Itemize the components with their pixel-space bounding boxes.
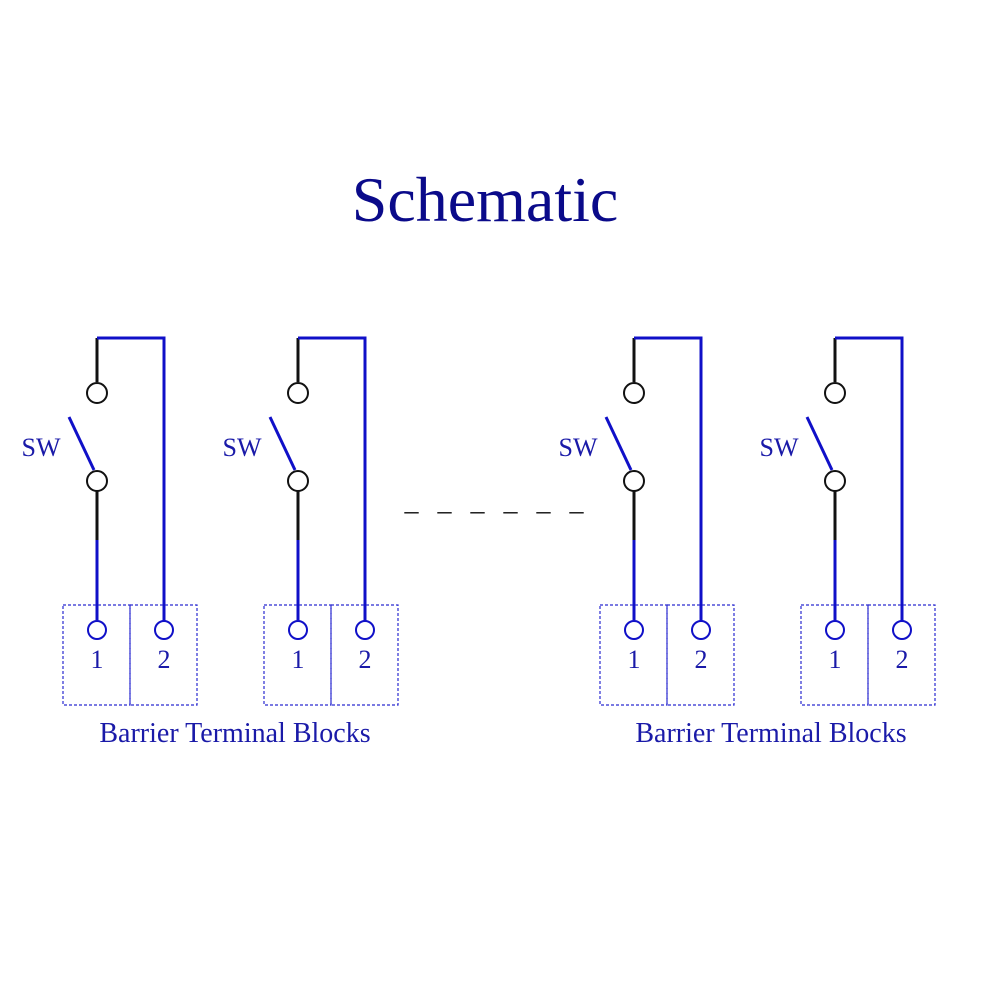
switch-label: SW xyxy=(559,433,598,462)
terminal-number-1: 1 xyxy=(292,645,305,674)
terminal-number-1: 1 xyxy=(91,645,104,674)
terminal-box-2 xyxy=(330,604,399,706)
terminal-screw-2 xyxy=(691,620,711,640)
terminal-number-1: 1 xyxy=(829,645,842,674)
switch-contact-top xyxy=(86,382,108,404)
switch-contact-bottom xyxy=(623,470,645,492)
switch-blade xyxy=(805,416,834,471)
switch-label: SW xyxy=(760,433,799,462)
switch-contact-top xyxy=(623,382,645,404)
terminal-block-caption: Barrier Terminal Blocks xyxy=(99,718,370,749)
wire-return xyxy=(298,336,367,627)
terminal-block-caption: Barrier Terminal Blocks xyxy=(635,718,906,749)
terminal-box-2 xyxy=(666,604,735,706)
switch-contact-bottom xyxy=(287,470,309,492)
terminal-number-2: 2 xyxy=(896,645,909,674)
circuit-4: SW 1 2 xyxy=(760,336,936,706)
continuation-ellipsis: _ _ _ _ _ _ xyxy=(404,486,590,517)
terminal-screw-2 xyxy=(355,620,375,640)
circuit-1: SW 1 2 xyxy=(22,336,198,706)
wire-return xyxy=(97,336,166,627)
switch-blade xyxy=(604,416,633,471)
terminal-box-2 xyxy=(129,604,198,706)
switch-blade xyxy=(268,416,297,471)
switch-contact-bottom xyxy=(86,470,108,492)
circuits: SW 1 2 SW 1 2 SW 1 2 SW 1 2 xyxy=(22,336,936,706)
circuit-2: SW 1 2 xyxy=(223,336,399,706)
terminal-screw-2 xyxy=(154,620,174,640)
terminal-screw-1 xyxy=(87,620,107,640)
switch-contact-top xyxy=(824,382,846,404)
terminal-number-2: 2 xyxy=(695,645,708,674)
switch-blade xyxy=(67,416,96,471)
terminal-screw-2 xyxy=(892,620,912,640)
terminal-number-1: 1 xyxy=(628,645,641,674)
terminal-box-2 xyxy=(867,604,936,706)
wire-return xyxy=(835,336,904,627)
switch-label: SW xyxy=(223,433,262,462)
terminal-screw-1 xyxy=(825,620,845,640)
page-title: Schematic xyxy=(351,164,619,235)
terminal-screw-1 xyxy=(288,620,308,640)
terminal-box-1 xyxy=(599,604,668,706)
terminal-box-1 xyxy=(800,604,869,706)
switch-contact-top xyxy=(287,382,309,404)
terminal-screw-1 xyxy=(624,620,644,640)
wire-return xyxy=(634,336,703,627)
terminal-box-1 xyxy=(263,604,332,706)
circuit-3: SW 1 2 xyxy=(559,336,735,706)
terminal-number-2: 2 xyxy=(359,645,372,674)
switch-label: SW xyxy=(22,433,61,462)
terminal-box-1 xyxy=(62,604,131,706)
switch-contact-bottom xyxy=(824,470,846,492)
terminal-number-2: 2 xyxy=(158,645,171,674)
